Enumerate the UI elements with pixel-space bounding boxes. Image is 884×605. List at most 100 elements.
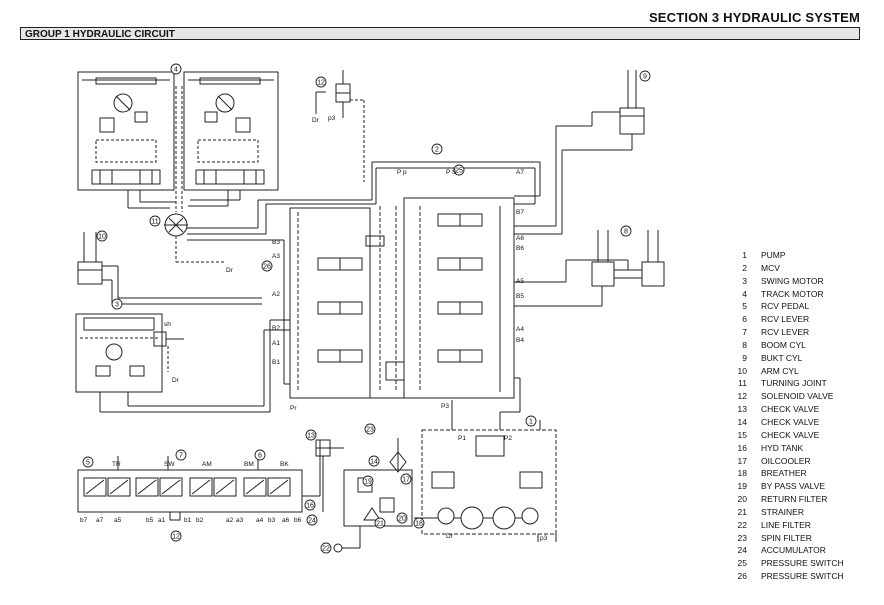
hydraulic-tank-assembly — [343, 438, 413, 527]
legend-number: 10 — [737, 365, 747, 376]
legend-item: 3 SWING MOTOR — [733, 275, 844, 288]
port-b4: B4 — [516, 337, 524, 344]
callout-22: 22 — [322, 546, 330, 553]
pump-port-p3: p3 — [540, 535, 548, 542]
callout-1: 1 — [529, 419, 533, 426]
port-b6-upper: B6 — [516, 245, 524, 252]
rcv-port-b6: b6 — [294, 517, 302, 524]
legend-label: CHECK VALVE — [761, 404, 820, 415]
port-b1: B1 — [272, 359, 280, 366]
callout-10: 10 — [98, 234, 106, 241]
callout-20: 20 — [398, 516, 406, 523]
port-dr: Dr — [226, 267, 234, 274]
callout-13: 13 — [307, 433, 315, 440]
legend-label: RETURN FILTER — [761, 494, 828, 505]
rcv-port-a6: a6 — [282, 517, 290, 524]
legend-label: LINE FILTER — [761, 519, 811, 530]
legend-item: 16 HYD TANK — [733, 442, 844, 455]
rcv-label-sw: SW — [164, 461, 175, 468]
rcv-label-tr: TR — [112, 461, 121, 468]
port-a3: A3 — [272, 253, 280, 260]
legend-label: CHECK VALVE — [761, 429, 820, 440]
pump-port-p2: P2 — [504, 435, 512, 442]
callout-17: 17 — [402, 477, 410, 484]
legend-number: 24 — [737, 545, 747, 556]
port-a7: A7 — [516, 169, 524, 176]
swing-dr-label: Dr — [172, 377, 180, 384]
arm-cylinder — [77, 232, 103, 285]
legend-label: HYD TANK — [761, 442, 804, 453]
legend-item: 6 RCV LEVER — [733, 313, 844, 326]
legend-number: 22 — [737, 519, 747, 530]
rcv-port-a3: a3 — [236, 517, 244, 524]
legend-number: 21 — [737, 506, 747, 517]
swing-sh-label: sh — [164, 321, 171, 328]
legend-label: ACCUMULATOR — [761, 545, 826, 556]
port-ps: P S — [446, 169, 457, 176]
legend-number: 15 — [737, 429, 747, 440]
track-motor-left — [77, 71, 175, 191]
legend-label: SOLENOID VALVE — [761, 391, 834, 402]
rcv-label-am: AM — [202, 461, 212, 468]
legend-number: 8 — [742, 339, 747, 350]
track-motor-right — [183, 71, 279, 191]
legend-number: 11 — [738, 378, 747, 389]
legend-label: TURNING JOINT — [761, 378, 827, 389]
legend-label: BY PASS VALVE — [761, 481, 826, 492]
section-title: SECTION 3 HYDRAULIC SYSTEM — [648, 10, 860, 25]
solenoid-p3-label: p3 — [328, 115, 336, 122]
legend-number: 1 — [742, 250, 747, 260]
rcv-port-a5: a5 — [114, 517, 122, 524]
pump-port-dr: Dr — [446, 533, 454, 540]
legend-label: CHECK VALVE — [761, 416, 820, 427]
legend-number: 6 — [742, 314, 747, 325]
port-b2: B2 — [272, 325, 280, 332]
legend-number: 17 — [737, 455, 747, 466]
solenoid-dr-label: Dr — [312, 117, 320, 124]
callout-12-top: 12 — [317, 80, 325, 87]
rcv-port-a7: a7 — [96, 517, 104, 524]
callout-25: 25 — [455, 168, 463, 175]
legend-number: 16 — [737, 442, 747, 453]
legend-label: MCV — [761, 262, 780, 273]
legend-number: 20 — [737, 494, 747, 505]
rcv-port-a4: a4 — [256, 517, 264, 524]
legend-item: 20 RETURN FILTER — [733, 493, 844, 506]
rcv-port-b3: b3 — [268, 517, 276, 524]
callout-16: 16 — [306, 503, 314, 510]
legend-number: 25 — [737, 558, 747, 569]
rcv-port-a1: a1 — [158, 517, 166, 524]
rcv-port-b1: b1 — [184, 517, 192, 524]
legend-number: 9 — [742, 352, 747, 363]
rcv-port-b5: b5 — [146, 517, 154, 524]
callout-26: 26 — [263, 264, 271, 271]
rcv-port-b7: b7 — [80, 517, 88, 524]
callout-23: 23 — [366, 427, 374, 434]
callout-5: 5 — [86, 460, 90, 467]
port-a2: A2 — [272, 291, 280, 298]
callout-18: 18 — [415, 521, 423, 528]
legend-label: BUKT CYL — [761, 352, 803, 363]
port-b5: B5 — [516, 293, 524, 300]
group-title-bar: GROUP 1 HYDRAULIC CIRCUIT — [20, 27, 860, 40]
legend-number: 19 — [737, 481, 747, 492]
legend-label: RCV LEVER — [761, 314, 810, 325]
legend-label: SWING MOTOR — [761, 275, 824, 286]
legend-item: 15 CHECK VALVE — [733, 429, 844, 442]
callout-12-bottom: 12 — [172, 534, 180, 541]
callout-8: 8 — [624, 229, 628, 236]
legend-number: 3 — [742, 275, 747, 286]
turning-joint — [164, 213, 226, 263]
callout-3: 3 — [115, 302, 119, 309]
callout-6: 6 — [258, 453, 262, 460]
legend-item: 9 BUKT CYL — [733, 352, 844, 365]
